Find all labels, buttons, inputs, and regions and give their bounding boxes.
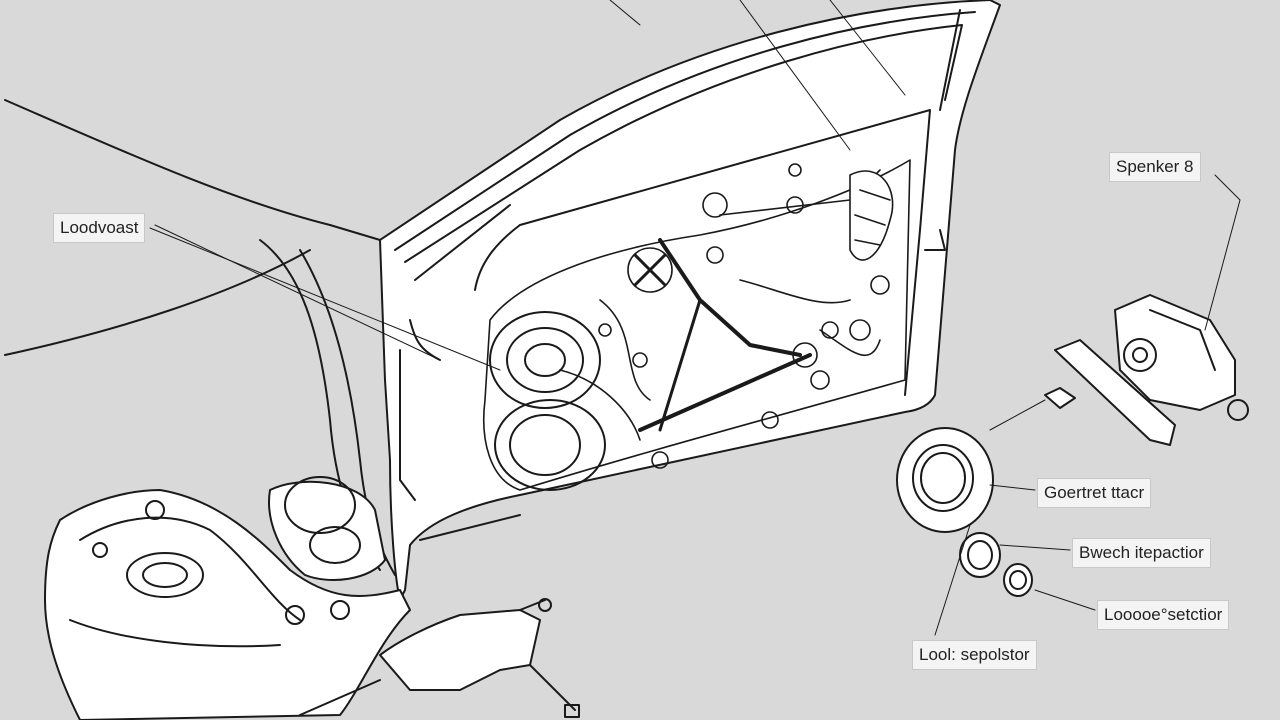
regulator-rail (1044, 339, 1176, 446)
inner-panel-mechanism (482, 159, 911, 491)
tweeter-speaker (268, 476, 386, 581)
leader-lines (149, 0, 1241, 636)
motor-assembly (1114, 294, 1249, 421)
callout-label-lower-right: Bwech itepactior (1072, 538, 1211, 568)
door-speaker (489, 311, 606, 491)
grommet-small (959, 532, 1033, 597)
callout-label-top-left: Loodvoast (53, 213, 146, 243)
speaker-ring (896, 427, 994, 533)
door-trim-panel (44, 489, 411, 720)
callout-label-speaker: Spenker 8 (1109, 152, 1201, 182)
callout-label-bottom-center: Lool: sepolstor (912, 640, 1037, 670)
callout-label-mid-right: Goertret ttacr (1037, 478, 1152, 508)
callout-label-bottom-right: Looooe°setctior (1097, 600, 1230, 630)
window-regulator (299, 598, 580, 718)
